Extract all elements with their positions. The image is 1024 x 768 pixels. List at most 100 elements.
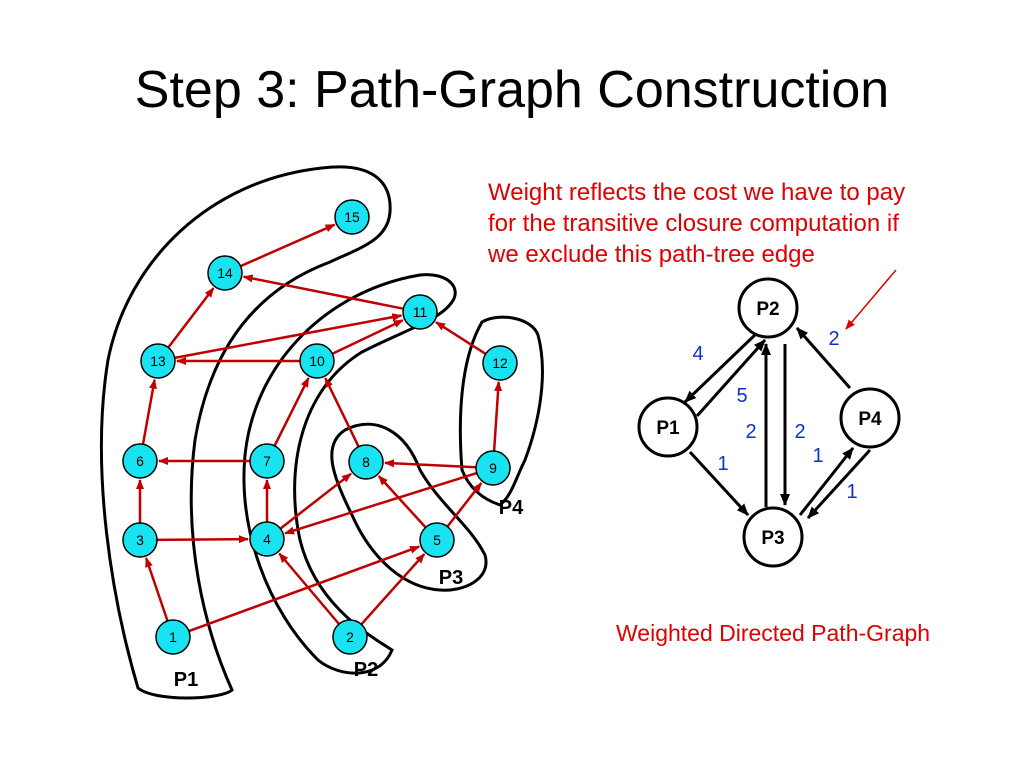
- graph-node-label: 7: [263, 453, 271, 469]
- edge-weight-label: 1: [717, 453, 728, 475]
- partition-outline-p4: [458, 315, 544, 507]
- edge-6-to-13: [141, 378, 157, 445]
- graph-node-label: 4: [263, 531, 271, 547]
- graph-node-label: 11: [413, 304, 428, 320]
- path-node-circle: [637, 396, 699, 458]
- graph-node-label: 9: [489, 460, 497, 476]
- graph-node-14: 14: [207, 255, 243, 291]
- path-edge-p4-to-p3: 1: [806, 448, 872, 520]
- path-edge-line: [798, 447, 855, 516]
- path-node-p1: P1: [637, 396, 699, 458]
- edge-13-to-11: [174, 313, 403, 360]
- slide-title: Step 3: Path-Graph Construction: [134, 61, 890, 119]
- graph-node-circle: [207, 255, 243, 291]
- edge-9-to-12: [492, 381, 503, 452]
- graph-node-12: 12: [482, 345, 518, 381]
- graph-node-circle: [140, 343, 176, 379]
- edge-weight-label: 1: [846, 481, 857, 503]
- edge-weight-label: 2: [794, 421, 805, 443]
- graph-node-label: 10: [309, 353, 325, 369]
- graph-node-circle: [419, 522, 455, 558]
- graph-node-label: 14: [217, 265, 233, 281]
- path-node-label: P4: [858, 409, 882, 430]
- graph-node-label: 3: [136, 532, 144, 548]
- note-pointer-arrow: [845, 269, 897, 330]
- path-edge-p2-to-p1: 4: [683, 331, 759, 404]
- graph-node-circle: [299, 343, 335, 379]
- edge-5-to-9: [446, 482, 483, 528]
- graph-node-2: 2: [332, 619, 368, 655]
- edge-11-to-14: [242, 274, 404, 310]
- graph-node-10: 10: [299, 343, 335, 379]
- weight-note-line-3: we exclude this path-tree edge: [488, 241, 815, 268]
- edge-1-to-5: [188, 545, 421, 633]
- edge-13-to-14: [167, 287, 215, 349]
- graph-node-7: 7: [249, 443, 285, 479]
- edge-3-to-4: [156, 535, 249, 544]
- graph-node-8: 8: [348, 444, 384, 480]
- graph-node-circle: [122, 443, 158, 479]
- graph-node-15: 15: [334, 199, 370, 235]
- path-node-label: P1: [656, 418, 680, 439]
- graph-node-label: 1: [169, 629, 177, 645]
- graph-node-circle: [348, 444, 384, 480]
- path-edge-line: [683, 331, 759, 404]
- edge-8-to-10: [324, 377, 360, 448]
- path-edge-p3-to-p2: 2: [745, 343, 771, 507]
- graph-node-circle: [122, 522, 158, 558]
- edge-weight-label: 4: [692, 343, 703, 365]
- edge-2-to-4: [278, 552, 340, 625]
- path-node-label: P2: [756, 299, 779, 320]
- path-edge-p1-to-p3: 1: [688, 450, 750, 517]
- graph-node-circle: [332, 619, 368, 655]
- partition-label-p4: P4: [499, 497, 524, 519]
- path-node-circle: [839, 387, 901, 449]
- edge-12-to-11: [435, 321, 487, 355]
- edge-7-to-10: [273, 377, 310, 447]
- edge-10-to-11: [331, 319, 404, 355]
- edge-5-to-8: [377, 475, 427, 529]
- graph-node-circle: [249, 521, 285, 557]
- partition-outline-p3: [330, 422, 488, 592]
- partition-label-p2: P2: [354, 659, 378, 681]
- partition-label-p3: P3: [439, 567, 463, 589]
- graph-node-circle: [482, 345, 518, 381]
- edge-1-to-3: [144, 557, 169, 622]
- edge-2-to-5: [360, 553, 426, 626]
- path-edge-line: [688, 450, 750, 517]
- path-edge-p3-to-p4: 1: [798, 445, 855, 516]
- graph-node-4: 4: [249, 521, 285, 557]
- path-edge-line: [795, 327, 852, 389]
- graph-node-11: 11: [402, 294, 438, 330]
- path-edge-p2-to-p3: 2: [780, 344, 806, 506]
- path-edge-line: [695, 338, 767, 418]
- graph-node-6: 6: [122, 443, 158, 479]
- graph-node-circle: [155, 619, 191, 655]
- graph-node-circle: [249, 443, 285, 479]
- weight-note-line-2: for the transitive closure computation i…: [488, 210, 899, 237]
- path-node-p2: P2: [737, 277, 799, 339]
- graph-node-circle: [402, 294, 438, 330]
- edge-weight-label: 2: [828, 328, 839, 350]
- graph-node-13: 13: [140, 343, 176, 379]
- path-graph-caption: Weighted Directed Path-Graph: [616, 620, 931, 646]
- edge-9-to-8: [384, 459, 477, 469]
- path-edge-line: [806, 448, 872, 520]
- graph-node-3: 3: [122, 522, 158, 558]
- path-node-p4: P4: [839, 387, 901, 449]
- weight-note: Weight reflects the cost we have to pay …: [488, 177, 1008, 270]
- graph-node-circle: [475, 450, 511, 486]
- graph-node-label: 15: [344, 209, 360, 225]
- path-edge-p4-to-p2: 2: [795, 327, 852, 389]
- graph-node-label: 12: [492, 355, 508, 371]
- graph-node-label: 5: [433, 532, 441, 548]
- edge-4-to-8: [279, 472, 352, 530]
- path-node-circle: [742, 506, 804, 568]
- graph-node-label: 6: [136, 453, 144, 469]
- graph-node-label: 2: [346, 629, 354, 645]
- path-node-circle: [737, 277, 799, 339]
- path-node-label: P3: [761, 528, 784, 549]
- partition-label-p1: P1: [174, 669, 198, 691]
- edge-14-to-15: [240, 223, 336, 268]
